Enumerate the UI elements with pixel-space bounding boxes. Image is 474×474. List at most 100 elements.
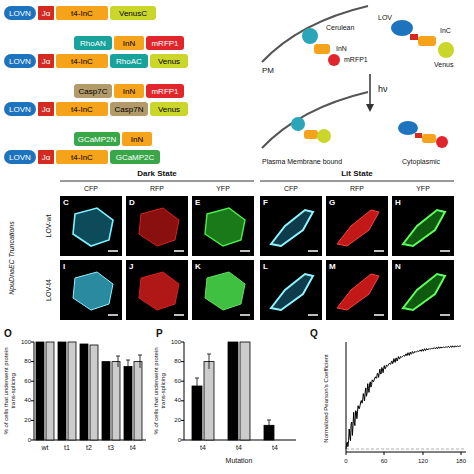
axis-title: Normalized Pearson's Coefficient <box>323 348 330 448</box>
scale-bar <box>240 250 250 252</box>
domain-label: InN <box>131 135 143 144</box>
cell-yfp <box>403 210 445 246</box>
figure-label: 180 <box>456 458 466 465</box>
domain-label: InN <box>123 87 135 96</box>
domain-label: Jα <box>42 9 51 18</box>
figure-label: 120 <box>418 458 428 465</box>
construct-domain: t4-InC <box>56 6 108 20</box>
construct-domain: t4-InC <box>56 102 108 116</box>
bar <box>90 345 98 440</box>
domain-label: mRFP1 <box>151 87 178 96</box>
construct-domain: Casp7C <box>74 84 112 98</box>
figure-label: Cytoplasmic <box>402 158 440 166</box>
figure-label: t2 <box>86 444 92 452</box>
cell-yfp <box>403 274 445 310</box>
figure-label: 100 <box>21 339 31 346</box>
micrograph <box>126 260 188 320</box>
axis-ticks <box>181 342 184 440</box>
figure-label: hν <box>378 84 388 94</box>
domain-label: RhoAN <box>80 39 106 48</box>
figure-label: t4 <box>130 444 136 452</box>
construct-domain: LOVN <box>4 150 36 164</box>
figure-label: 60 <box>381 458 388 465</box>
figure-label: Mutation <box>226 457 253 465</box>
figure-label: t4 <box>200 444 206 452</box>
figure-label: 0 <box>28 437 31 444</box>
figure-label: 80 <box>24 358 31 365</box>
figure-label: LOV <box>378 14 392 22</box>
cell-cfp <box>73 272 113 310</box>
axis <box>346 342 466 452</box>
domain-label: LOVN <box>9 9 31 18</box>
figure-label: CFP <box>284 185 298 193</box>
axis-ticks <box>346 452 461 455</box>
figure-label: 20 <box>174 417 181 424</box>
figure-label: D <box>129 198 135 207</box>
construct-domain: Venus <box>150 54 188 68</box>
cell-rfp <box>139 272 179 310</box>
figure-label: M <box>329 262 336 271</box>
domain-label: t4-InC <box>71 105 93 114</box>
spliced-domain <box>304 130 318 139</box>
construct-domain: RhoAN <box>74 36 112 50</box>
axis <box>34 342 146 440</box>
construct-domain: InN <box>122 132 152 146</box>
figure-label: P <box>156 328 163 340</box>
scale-bar <box>174 314 184 316</box>
bar <box>80 344 88 440</box>
figure-label: t3 <box>108 444 114 452</box>
mrfp1-domain <box>328 54 340 66</box>
axis-title: LOV-wt <box>45 215 53 238</box>
cerulean-domain <box>291 117 305 131</box>
domain-label: Venus <box>158 57 180 66</box>
micrograph <box>392 196 454 256</box>
construct-domain: Casp7N <box>110 102 148 116</box>
figure-label: InN <box>336 45 347 53</box>
figure-label: G <box>329 198 335 207</box>
figure-label: wt <box>42 444 49 452</box>
domain-label: Venus <box>158 105 180 114</box>
error-bars <box>116 354 271 431</box>
figure-label: YFP <box>416 185 430 193</box>
scale-bar <box>374 250 384 252</box>
cell-cfp <box>271 274 313 310</box>
scale-bar <box>374 314 384 316</box>
inc-domain <box>422 134 436 143</box>
figure-label: I <box>63 262 65 271</box>
scale-bar <box>440 250 450 252</box>
cell-cfp <box>271 210 313 246</box>
construct-domain: GCaMP2C <box>110 150 160 164</box>
domain-label: GCaMP2C <box>116 153 155 162</box>
figure-label: mRFP1 <box>344 56 368 64</box>
construct-domain: GCaMP2N <box>74 132 120 146</box>
domain-label: LOVN <box>9 57 31 66</box>
pearson-curve <box>346 346 461 449</box>
bracket-line <box>260 181 454 182</box>
axis-title: LOV-t4 <box>45 279 53 301</box>
domain-label: VenusC <box>119 9 147 18</box>
construct-domain: InN <box>114 36 144 50</box>
cell-rfp <box>337 274 379 310</box>
inc-domain <box>418 36 436 46</box>
figure-label: 20 <box>24 417 31 424</box>
figure-label: InC <box>440 27 451 35</box>
scale-bar <box>440 314 450 316</box>
figure-label: 0 <box>344 458 347 465</box>
domain-label: LOVN <box>9 153 31 162</box>
domain-label: t4-InC <box>71 9 93 18</box>
scale-bar <box>174 250 184 252</box>
micrograph <box>260 196 322 256</box>
figure-label: Dark State <box>137 169 177 178</box>
construct-domain: RhoAC <box>110 54 148 68</box>
domain-label: Jα <box>42 105 51 114</box>
scale-bar <box>108 314 118 316</box>
bar <box>124 367 132 441</box>
micrograph <box>392 260 454 320</box>
construct-domain: Jα <box>38 54 54 68</box>
figure-label: N <box>395 262 401 271</box>
cell-rfp <box>139 208 179 246</box>
figure-label: 100 <box>171 339 181 346</box>
figure-label: Q <box>310 328 318 340</box>
